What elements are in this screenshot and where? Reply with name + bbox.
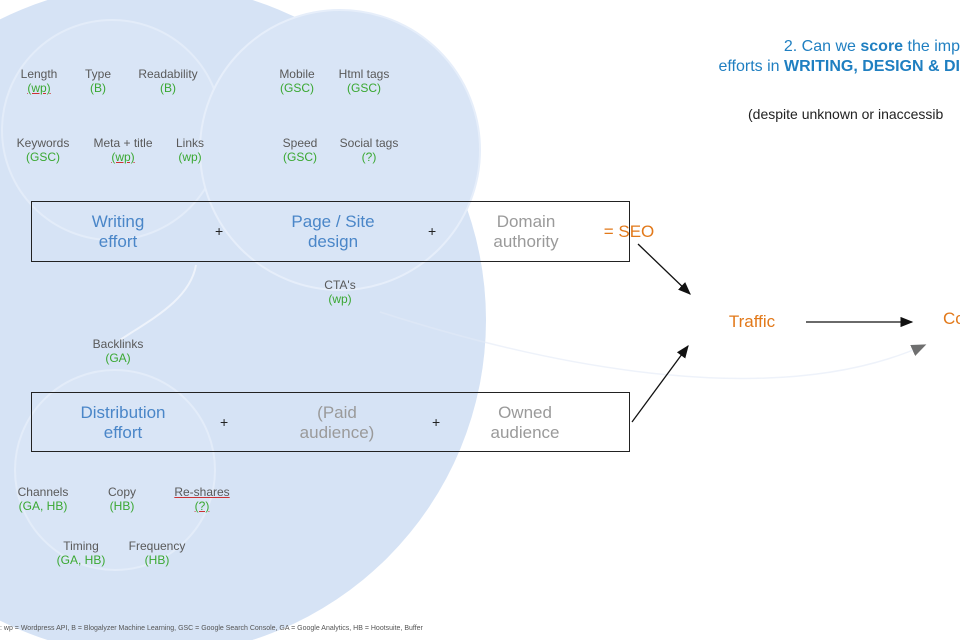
plus-sign-3: + [220, 414, 229, 430]
metric-keywords: Keywords(GSC) [16, 136, 70, 164]
plus-sign-2: + [428, 223, 437, 239]
distribution-equation-box [31, 392, 630, 452]
title-line-1: 2. Can we score the imp [783, 38, 960, 55]
metric-ctas: CTA's(wp) [324, 278, 356, 306]
metric-length: Length(wp) [20, 67, 58, 95]
metric-html-tags: Html tags(GSC) [338, 67, 390, 95]
title-line-2: efforts in WRITING, DESIGN & DI [718, 58, 960, 75]
metric-links: Links(wp) [175, 136, 204, 164]
design-cluster-circle [199, 9, 481, 291]
seo-equation-box [31, 201, 630, 262]
distribution-to-traffic-arrow [631, 344, 689, 423]
distribution-cluster-circle [14, 369, 216, 571]
metric-copy: Copy(HB) [107, 485, 136, 513]
seo-to-traffic-arrow [637, 243, 691, 295]
cta-to-conversion-curve [379, 311, 927, 380]
traffic-node: Traffic [728, 312, 776, 331]
conversion-node: Co [943, 309, 960, 328]
seo-result: = SEO [603, 222, 655, 241]
metric-channels: Channels(GA, HB) [17, 485, 69, 513]
metric-type: Type(B) [84, 67, 111, 95]
subtitle-note: (despite unknown or inaccessib [748, 106, 944, 122]
metric-readability: Readability(B) [138, 67, 198, 95]
backlinks-connector [119, 264, 197, 341]
metric-timing: Timing(GA, HB) [56, 539, 106, 567]
metric-meta-title: Meta + title(wp) [93, 136, 153, 164]
metric-social-tags: Social tags(?) [339, 136, 399, 164]
plus-sign-1: + [215, 223, 224, 239]
metric-frequency: Frequency(HB) [128, 539, 186, 567]
metric-speed: Speed(GSC) [282, 136, 318, 164]
source-legend: : wp = Wordpress API, B = Blogalyzer Mac… [0, 625, 423, 632]
metric-re-shares: Re-shares(?) [174, 485, 230, 513]
metric-mobile: Mobile(GSC) [279, 67, 315, 95]
metric-backlinks: Backlinks(GA) [92, 337, 144, 365]
plus-sign-4: + [432, 414, 441, 430]
